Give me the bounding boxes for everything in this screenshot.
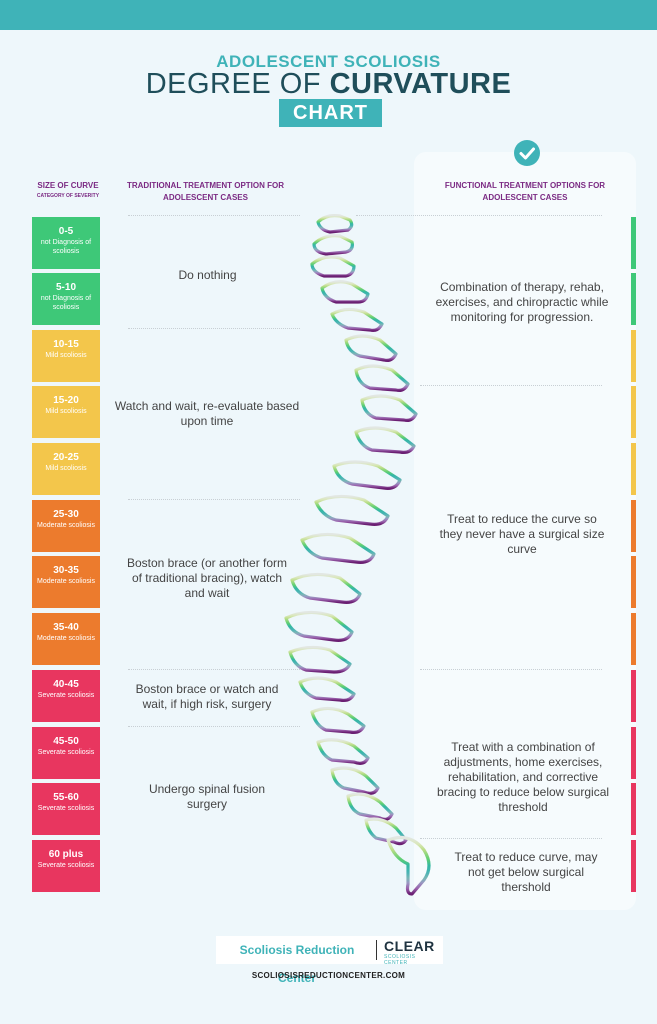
category-box: 0-5 not Diagnosis of scoliosis [32, 217, 100, 269]
traditional-option: Boston brace (or another form of traditi… [126, 556, 288, 600]
category-severity: Moderate scoliosis [37, 522, 95, 529]
category-range: 35-40 [53, 622, 79, 633]
category-severity: Severate scoliosis [37, 692, 95, 699]
clear-logo: CLEAR [384, 938, 435, 954]
functional-option: Treat to reduce the curve so they never … [439, 512, 605, 556]
category-severity: Mild scoliosis [45, 465, 87, 472]
severity-strip [631, 670, 636, 722]
severity-strip [631, 330, 636, 382]
category-severity: not Diagnosis of scoliosis [40, 295, 92, 311]
severity-strip [631, 217, 636, 269]
category-range: 40-45 [53, 679, 79, 690]
chart-badge: CHART [279, 99, 382, 127]
traditional-option: Boston brace or watch and wait, if high … [135, 682, 279, 711]
divider [128, 669, 300, 670]
footer-url[interactable]: SCOLIOSISREDUCTIONCENTER.COM [251, 971, 406, 980]
header-traditional: TRADITIONAL TREATMENT OPTION FOR ADOLESC… [126, 181, 285, 202]
severity-strip [631, 613, 636, 665]
top-banner [0, 0, 657, 30]
page-title: DEGREE OF CURVATURE [0, 68, 657, 101]
page-subtitle: ADOLESCENT SCOLIOSIS [216, 52, 441, 71]
divider [128, 499, 300, 500]
traditional-option: Do nothing [178, 268, 237, 282]
severity-strip [631, 500, 636, 552]
header-size-curve: SIZE OF CURVE CATEGORY OF SEVERITY [28, 180, 108, 200]
functional-panel [414, 152, 636, 910]
title-bold: CURVATURE [329, 68, 512, 100]
category-severity: Mild scoliosis [45, 352, 87, 359]
divider [128, 215, 300, 216]
header-functional: FUNCTIONAL TREATMENT OPTIONS FOR ADOLESC… [444, 181, 606, 202]
category-range: 60 plus [48, 849, 84, 860]
category-range: 25-30 [53, 509, 79, 520]
traditional-option: Undergo spinal fusion surgery [148, 782, 266, 811]
severity-strip [631, 386, 636, 438]
severity-strip [631, 727, 636, 779]
category-severity: Mild scoliosis [45, 408, 87, 415]
category-range: 10-15 [53, 339, 79, 350]
category-range: 5-10 [55, 282, 76, 293]
category-range: 45-50 [53, 736, 79, 747]
severity-strip [631, 273, 636, 325]
header-size-sub: CATEGORY OF SEVERITY [36, 193, 100, 199]
functional-option: Treat to reduce curve, may not get below… [454, 850, 598, 894]
divider [420, 385, 602, 386]
divider [128, 328, 300, 329]
logo-separator [376, 940, 377, 960]
category-severity: Severate scoliosis [37, 862, 95, 869]
footer-logo: Scoliosis Reduction Center CLEAR SCOLIOS… [216, 936, 443, 985]
category-severity: Moderate scoliosis [37, 578, 95, 585]
clear-logo-sub: SCOLIOSIS CENTER [384, 954, 416, 966]
divider [420, 838, 602, 839]
divider [420, 669, 602, 670]
category-range: 30-35 [53, 565, 79, 576]
category-severity: Severate scoliosis [37, 749, 95, 756]
check-icon [514, 140, 540, 166]
brand-name: Scoliosis Reduction Center [239, 943, 355, 985]
header-size-label: SIZE OF CURVE [37, 181, 99, 190]
title-prefix: DEGREE OF [145, 68, 330, 100]
category-severity: Severate scoliosis [37, 805, 95, 812]
category-range: 20-25 [53, 452, 79, 463]
divider [356, 215, 602, 216]
category-range: 15-20 [53, 395, 79, 406]
severity-strip [631, 443, 636, 495]
category-severity: Moderate scoliosis [37, 635, 95, 642]
category-range: 0-5 [58, 226, 74, 237]
traditional-option: Watch and wait, re-evaluate based upon t… [114, 399, 300, 428]
severity-strip [631, 556, 636, 608]
category-range: 55-60 [53, 792, 79, 803]
category-severity: not Diagnosis of scoliosis [40, 239, 92, 255]
severity-strip [631, 783, 636, 835]
divider [128, 726, 300, 727]
category-box: 5-10 not Diagnosis of scoliosis [32, 273, 100, 325]
functional-option: Combination of therapy, rehab, exercises… [435, 280, 609, 324]
severity-strip [631, 840, 636, 892]
functional-option: Treat with a combination of adjustments,… [436, 740, 610, 814]
